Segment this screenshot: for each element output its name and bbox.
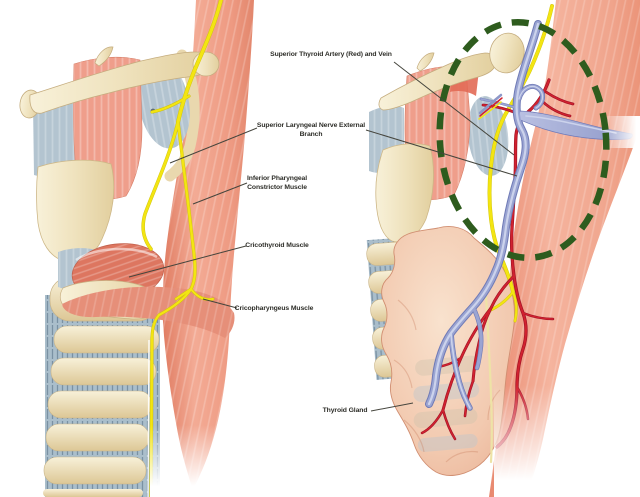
- label-cricothyroid-muscle: Cricothyroid Muscle: [245, 242, 309, 249]
- tracheoesophageal-groove-highlight: [147, 339, 150, 497]
- thyroid-cartilage-right: [375, 143, 434, 243]
- left-bottom-fade: [150, 425, 265, 497]
- tracheal-ring: [50, 357, 157, 386]
- cricopharyngeus-muscle-shape: [62, 286, 235, 338]
- hyoid-bone-right: [378, 32, 525, 111]
- leader-superior-laryngeal-nerve-right: [365, 129, 518, 177]
- leader-cricopharyngeus-muscle: [202, 298, 238, 309]
- label-superior-thyroid-artery-vein: Superior Thyroid Artery (Red) and Vein: [270, 51, 392, 58]
- leader-superior-thyroid-artery-vein: [393, 61, 515, 156]
- tracheal-ring: [43, 489, 143, 497]
- tracheal-ring: [43, 456, 147, 485]
- recurrent-laryngeal-nerve: [484, 294, 493, 464]
- tracheal-ring: [53, 325, 160, 354]
- tracheal-ring: [47, 390, 153, 419]
- label-inferior-pharyngeal-constrictor-muscle: Inferior Pharyngeal Constrictor Muscle: [246, 175, 308, 192]
- label-cricopharyngeus-muscle: Cricopharyngeus Muscle: [234, 305, 314, 312]
- highlight-dashed-ellipse: [436, 18, 610, 262]
- hyoid-bone: [19, 46, 220, 119]
- leader-inferior-pharyngeal-constrictor: [192, 182, 248, 205]
- tracheal-ring: [45, 423, 150, 452]
- leader-cricothyroid-muscle: [128, 245, 247, 278]
- leader-superior-laryngeal-nerve-left: [169, 127, 258, 164]
- right-bottom-fade: [494, 385, 640, 497]
- label-superior-laryngeal-nerve-external-branch: Superior Laryngeal Nerve External Branch: [256, 122, 366, 139]
- leader-thyroid-gland: [370, 402, 414, 412]
- laryngeal-neurovascular-bundle: [478, 93, 503, 120]
- right-figure: [366, 0, 640, 497]
- leader-lines: [128, 61, 518, 412]
- left-figure: [19, 0, 265, 497]
- label-thyroid-gland: Thyroid Gland: [322, 407, 368, 414]
